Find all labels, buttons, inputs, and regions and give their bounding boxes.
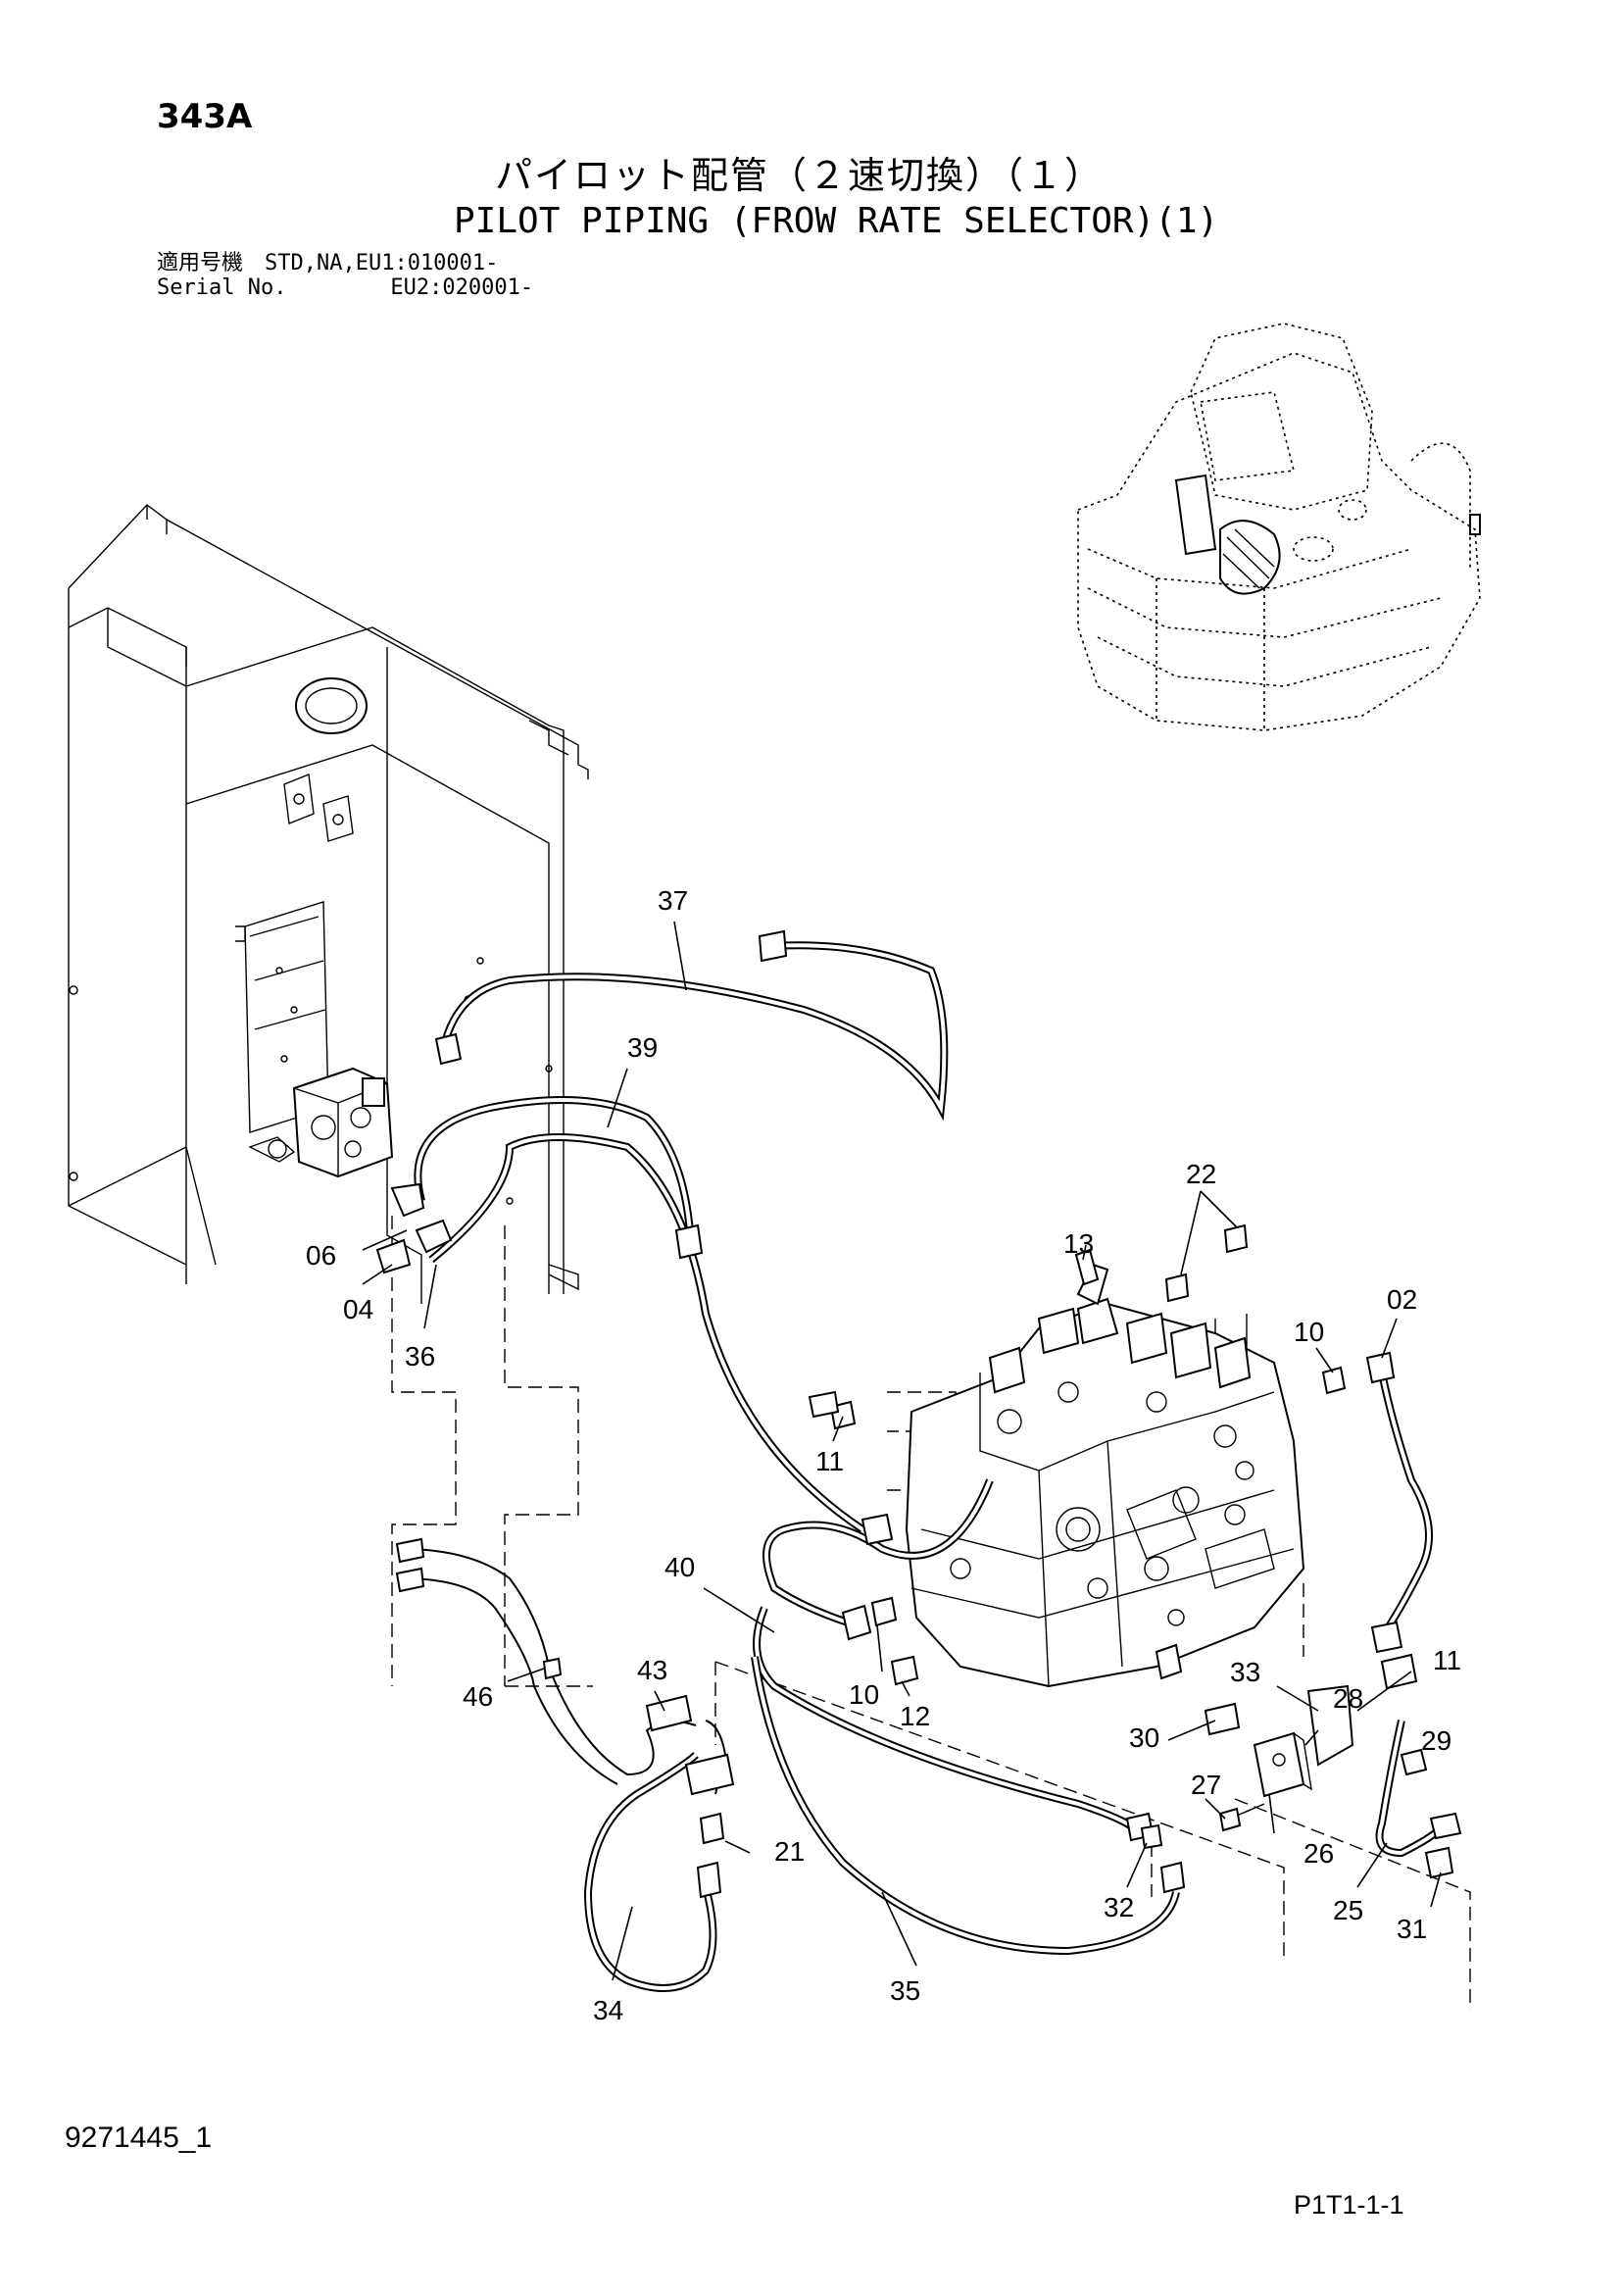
callout-13: 13 [1063, 1228, 1094, 1259]
callout-numbers: 37 39 06 04 36 22 13 10 02 11 40 10 12 3… [306, 885, 1461, 2025]
callout-06: 06 [306, 1240, 336, 1271]
hoses [401, 941, 1444, 1992]
callout-25: 25 [1333, 1895, 1363, 1925]
callout-11-lower: 11 [1433, 1645, 1461, 1675]
callout-10-upper: 10 [1294, 1317, 1324, 1347]
callout-11-upper: 11 [815, 1446, 844, 1476]
callout-32: 32 [1104, 1892, 1134, 1922]
callout-26: 26 [1303, 1838, 1334, 1869]
callout-33: 33 [1230, 1657, 1260, 1687]
page-reference: P1T1-1-1 [1294, 2190, 1404, 2220]
callout-46: 46 [463, 1681, 493, 1712]
callout-02: 02 [1387, 1284, 1417, 1315]
title-japanese: パイロット配管（２速切換）（１） [495, 154, 1105, 197]
callout-37: 37 [658, 885, 688, 916]
title-english: PILOT PIPING (FROW RATE SELECTOR)(1) [454, 201, 1219, 241]
callout-34: 34 [593, 1995, 623, 2025]
callout-36: 36 [405, 1341, 435, 1372]
fittings [375, 929, 1462, 1899]
excavator-locator-illustration [1077, 323, 1481, 731]
callout-10-lower: 10 [849, 1679, 879, 1710]
callout-29: 29 [1421, 1725, 1451, 1756]
callout-39: 39 [627, 1032, 658, 1063]
callout-35: 35 [890, 1975, 920, 2006]
document-number: 9271445_1 [65, 2121, 213, 2154]
callout-40: 40 [664, 1552, 695, 1582]
callout-12: 12 [900, 1701, 930, 1731]
callout-27: 27 [1191, 1770, 1221, 1800]
callout-28: 28 [1333, 1683, 1363, 1714]
leader-lines [362, 921, 1442, 1981]
control-valve-assembly [905, 1263, 1305, 1688]
callout-30: 30 [1129, 1722, 1159, 1753]
callout-04: 04 [343, 1294, 373, 1324]
callout-43: 43 [637, 1655, 667, 1685]
serial-applicability-line2: Serial No. EU2:020001- [157, 275, 534, 300]
serial-applicability-line1: 適用号機 STD,NA,EU1:010001- [157, 251, 499, 275]
callout-22: 22 [1186, 1159, 1216, 1189]
drawing-code: 343A [157, 97, 253, 136]
callout-21: 21 [774, 1836, 805, 1867]
frame-panel [68, 504, 589, 1304]
callout-31: 31 [1397, 1914, 1427, 1944]
